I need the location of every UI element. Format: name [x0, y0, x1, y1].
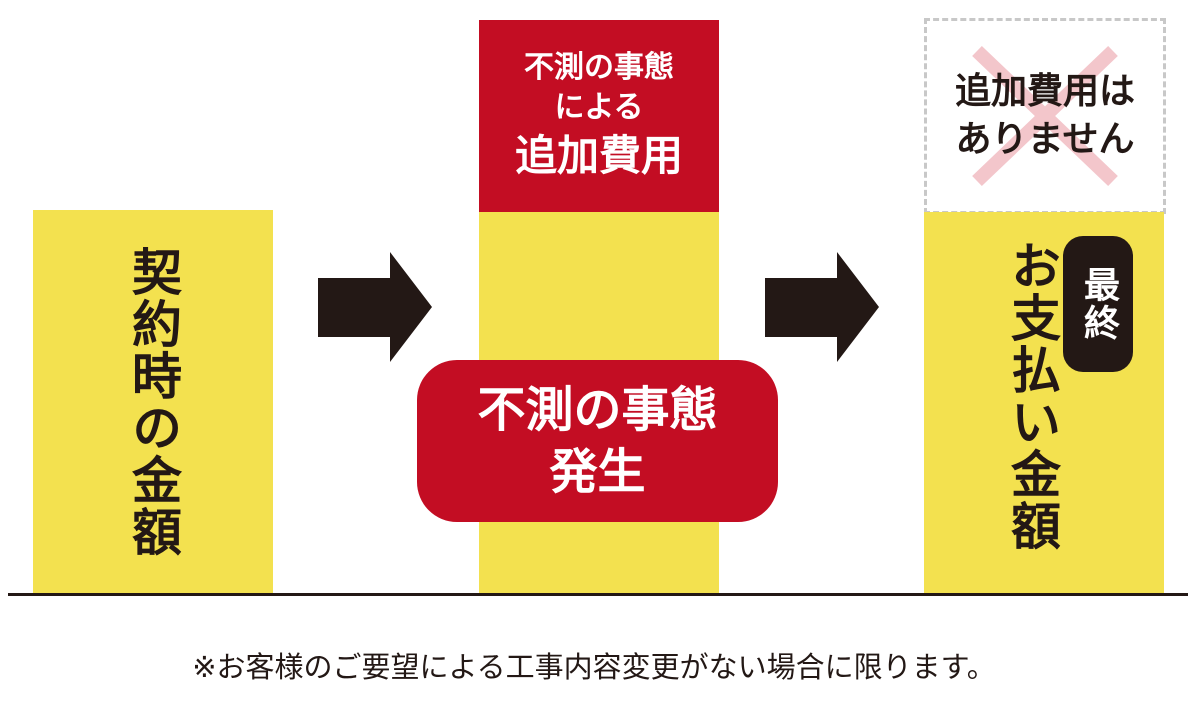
final-amount-label: お支払い金額 [1003, 240, 1061, 552]
no-extra-cost-box: 追加費用は ありません [924, 18, 1166, 214]
incident-line: 発生 [549, 444, 646, 500]
final-amount-bar: お支払い金額 最終 [924, 212, 1164, 594]
arrow-right-icon [318, 252, 432, 362]
extra-cost-line: による [554, 90, 644, 125]
incident-line: 不測の事態 [477, 382, 718, 438]
final-badge: 最終 [1063, 236, 1133, 372]
cross-icon [972, 45, 1118, 187]
extra-cost-block: 不測の事態 による 追加費用 [479, 20, 719, 212]
final-badge-label: 最終 [1078, 266, 1119, 342]
contract-amount-bar: 契約時の金額 [33, 210, 273, 594]
no-extra-line: 追加費用は [954, 71, 1135, 112]
arrow-right-icon [765, 252, 879, 362]
extra-cost-line: 不測の事態 [524, 50, 674, 85]
extra-cost-line: 追加費用 [514, 131, 683, 180]
baseline [8, 593, 1188, 596]
incident-badge: 不測の事態 発生 [417, 360, 778, 522]
no-extra-line: ありません [955, 119, 1135, 160]
footnote: ※お客様のご要望による工事内容変更がない場合に限ります。 [192, 650, 996, 684]
contract-amount-label: 契約時の金額 [124, 246, 182, 558]
